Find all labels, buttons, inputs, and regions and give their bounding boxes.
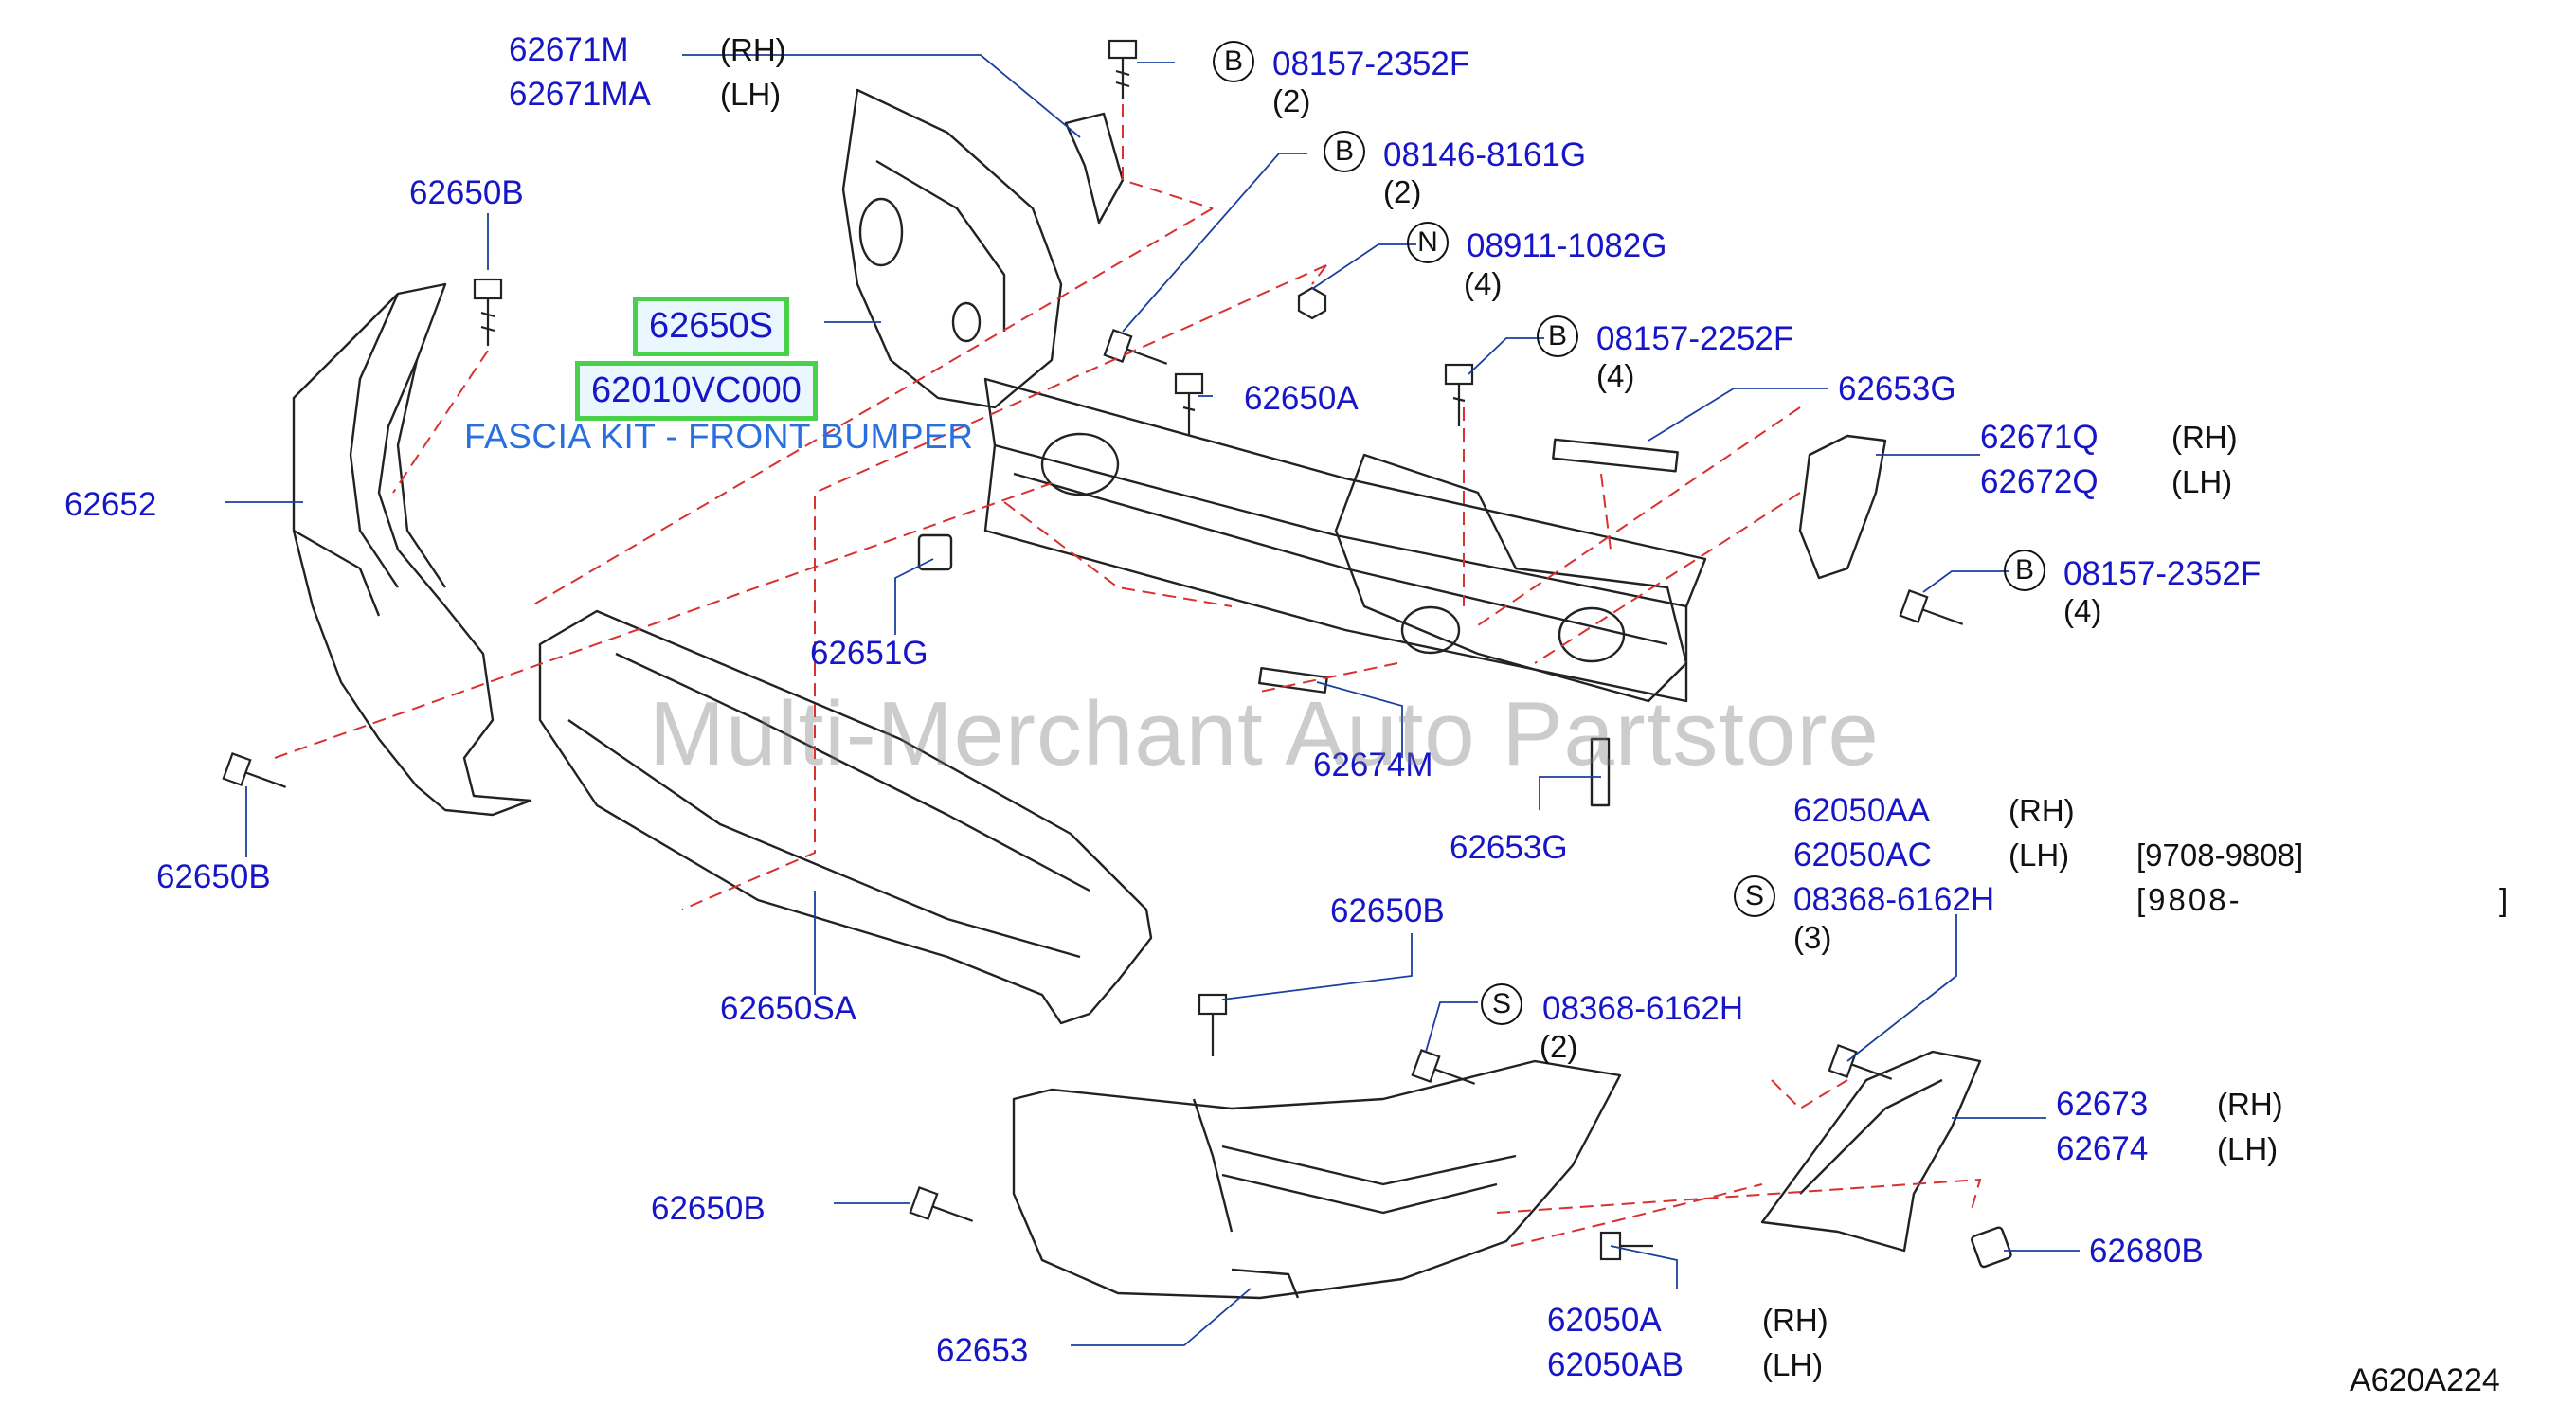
lower-bracket-right-shape <box>1760 1050 1982 1253</box>
callout-part-62650B-mid[interactable]: 62650B <box>1330 892 1445 929</box>
callout-qty: (4) <box>2063 593 2102 628</box>
callout-part-62671M[interactable]: 62671M <box>509 31 629 68</box>
callout-date-range: [9708-9808] <box>2136 838 2304 873</box>
callout-side-lh: (LH) <box>2171 464 2233 499</box>
callout-qty: (4) <box>1596 358 1635 393</box>
callout-side-lh: (LH) <box>720 77 782 112</box>
callout-part-62651G[interactable]: 62651G <box>810 635 928 672</box>
callout-code-badge: B <box>2004 550 2045 591</box>
callout-code-badge: N <box>1407 222 1449 263</box>
callout-qty: (2) <box>1540 1029 1578 1064</box>
right-end-panel-shape <box>1334 453 1688 703</box>
callout-side-rh: (RH) <box>2217 1087 2283 1122</box>
callout-part-08157-2252F[interactable]: 08157-2252F <box>1596 320 1794 357</box>
callout-qty: (2) <box>1383 174 1422 209</box>
upper-bracket-right-shape <box>1798 434 1887 580</box>
callout-part-62650B-top[interactable]: 62650B <box>409 174 524 211</box>
callout-code-badge: B <box>1537 315 1578 357</box>
highlight-part-1-label: 62650S <box>649 306 774 346</box>
callout-code-badge: S <box>1734 875 1775 917</box>
callout-part-62650B-lower[interactable]: 62650B <box>651 1190 766 1227</box>
callout-code-badge: B <box>1324 131 1365 172</box>
callout-date-range-start: [9808- <box>2136 882 2243 917</box>
highlight-part-2-label: 62010VC000 <box>591 370 802 410</box>
callout-part-62672Q[interactable]: 62672Q <box>1980 463 2099 500</box>
side-bracket-left-shape <box>292 282 532 817</box>
callout-part-62650SA[interactable]: 62650SA <box>720 990 857 1027</box>
callout-date-range-end: ] <box>2499 882 2509 917</box>
callout-part-62050A[interactable]: 62050A <box>1547 1302 1662 1339</box>
callout-part-62050AB[interactable]: 62050AB <box>1547 1346 1684 1383</box>
callout-side-lh: (LH) <box>2009 838 2070 873</box>
center-reinforcement-shape <box>538 609 1153 1025</box>
callout-part-62050AC[interactable]: 62050AC <box>1793 837 1932 874</box>
diagram-code: A620A224 <box>2350 1362 2500 1398</box>
upper-panel-left-shape <box>841 88 1063 409</box>
callout-part-62680B[interactable]: 62680B <box>2089 1233 2204 1270</box>
callout-part-62674[interactable]: 62674 <box>2056 1130 2149 1167</box>
callout-qty: (3) <box>1793 920 1832 955</box>
assembly-lines <box>274 104 1982 1247</box>
callout-part-08368-6162H-right[interactable]: 08368-6162H <box>1793 881 1995 918</box>
highlight-part-62010VC000[interactable]: 62010VC000 <box>575 361 818 421</box>
kit-description: FASCIA KIT - FRONT BUMPER <box>464 417 974 456</box>
watermark: Multi-Merchant Auto Partstore <box>649 683 1880 784</box>
callout-part-62653[interactable]: 62653 <box>936 1332 1029 1369</box>
callout-part-62650B-left[interactable]: 62650B <box>156 858 271 895</box>
callout-side-rh: (RH) <box>2171 420 2238 455</box>
callout-part-08368-6162H[interactable]: 08368-6162H <box>1542 990 1744 1027</box>
callout-part-08146-8161G[interactable]: 08146-8161G <box>1383 136 1587 173</box>
fasteners <box>222 39 1964 1261</box>
callout-part-08157-2352F-right[interactable]: 08157-2352F <box>2063 555 2261 592</box>
leader-lines <box>225 54 2080 1346</box>
callout-part-62653G-bottom[interactable]: 62653G <box>1450 829 1568 866</box>
callout-side-rh: (RH) <box>1762 1303 1828 1338</box>
callout-side-lh: (LH) <box>1762 1347 1824 1382</box>
callout-part-62674M[interactable]: 62674M <box>1313 747 1433 784</box>
callout-qty: (2) <box>1272 83 1311 118</box>
highlight-part-62650S[interactable]: 62650S <box>633 297 790 356</box>
callout-part-62653G-top[interactable]: 62653G <box>1838 370 1956 407</box>
callout-side-rh: (RH) <box>2009 793 2075 828</box>
callout-code-badge: S <box>1481 983 1522 1025</box>
callout-part-62673[interactable]: 62673 <box>2056 1086 2149 1123</box>
callout-side-lh: (LH) <box>2217 1131 2279 1166</box>
callout-part-08911-1082G[interactable]: 08911-1082G <box>1467 227 1667 264</box>
lower-bumper-shape <box>1012 1059 1622 1300</box>
callout-part-62671MA[interactable]: 62671MA <box>509 76 651 113</box>
callout-code-badge: B <box>1213 41 1254 82</box>
callout-part-62652[interactable]: 62652 <box>64 486 157 523</box>
callout-part-62050AA[interactable]: 62050AA <box>1793 792 1931 829</box>
callout-qty: (4) <box>1464 266 1503 301</box>
callout-part-08157-2352F[interactable]: 08157-2352F <box>1272 45 1470 82</box>
callout-part-62650A[interactable]: 62650A <box>1244 380 1359 417</box>
callout-part-62671Q[interactable]: 62671Q <box>1980 419 2099 456</box>
callout-side-rh: (RH) <box>720 32 786 67</box>
